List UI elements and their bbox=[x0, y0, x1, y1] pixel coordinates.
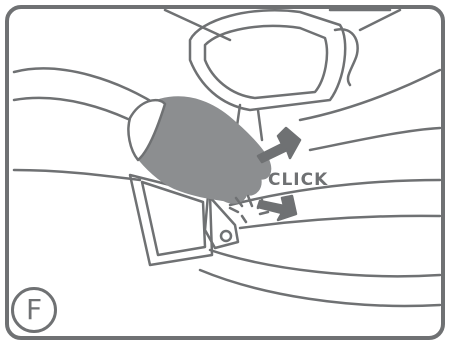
post-right bbox=[258, 110, 262, 140]
frame-tube-base bbox=[210, 250, 440, 276]
arm-tube-base bbox=[14, 170, 140, 180]
frame-tube-upper-2 bbox=[310, 128, 440, 150]
click-burst-6 bbox=[242, 216, 246, 222]
pivot-bolt bbox=[221, 231, 231, 241]
frame-tube-upper bbox=[300, 70, 440, 120]
arrow-lower bbox=[258, 196, 296, 220]
arrow-upper bbox=[258, 128, 300, 162]
strap-loop bbox=[335, 29, 358, 85]
strap-end bbox=[360, 10, 400, 30]
frame-tube-lower-2 bbox=[240, 216, 440, 228]
click-label: CLICK bbox=[268, 170, 328, 190]
click-burst-5 bbox=[260, 212, 268, 214]
step-badge: F bbox=[11, 287, 57, 333]
click-burst-2 bbox=[230, 208, 238, 212]
step-letter: F bbox=[26, 296, 42, 324]
